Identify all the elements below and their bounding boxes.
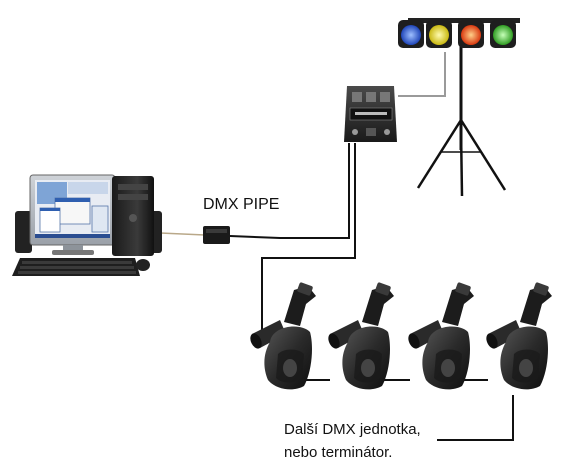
cable-dimmer-to-scanner [261,143,356,335]
cable-pipe-to-dimmer [229,143,350,239]
mouse [136,259,150,271]
dmx-cables [159,143,514,441]
dmx-dimmer-pack-icon [344,86,397,142]
dmx-pipe-dongle-icon [203,226,230,244]
monitor-stand [63,245,83,251]
par-can-green [490,20,516,48]
moving-head-scanner-icon [328,282,394,390]
par-light-stand-icon [398,18,520,197]
usb-cable [159,232,206,236]
desktop-pc-icon [12,174,162,276]
left-speaker [15,211,32,253]
cable-dimmer-to-lights [398,52,446,97]
next-unit-note-line2: nebo terminátor. [284,444,393,461]
next-unit-note-line1: Další DMX jednotka, [284,421,421,438]
par-can-yellow [426,20,452,48]
moving-head-scanner-icon [486,282,552,390]
moving-head-scanner-icon [250,282,316,390]
moving-head-scanner-icon [408,282,474,390]
par-can-red [458,20,484,48]
cable-to-next-unit [437,395,514,441]
scanner-group [250,282,552,390]
dmx-pipe-label: DMX PIPE [203,196,280,213]
par-can-blue [398,20,424,48]
